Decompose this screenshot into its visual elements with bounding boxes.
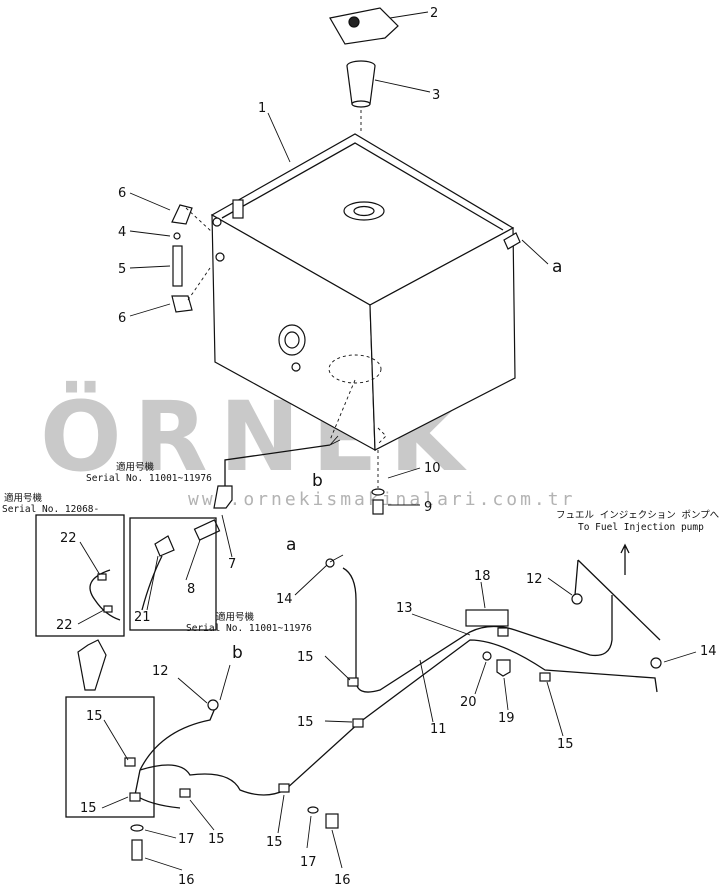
- ref-a-tank: a: [552, 257, 562, 277]
- pump-note-jp: フュエル インジェクション ポンプへ: [556, 510, 720, 521]
- elbow-upper: [171, 204, 193, 225]
- callout-13: 13: [396, 601, 413, 616]
- callout-15-e: 15: [80, 801, 97, 816]
- callout-22-upper: 22: [60, 531, 77, 546]
- callout-3: 3: [432, 88, 440, 103]
- ref-b-pipe: b: [232, 643, 243, 663]
- drain-valve-assembly: [129, 444, 331, 631]
- serial-detail-box: [129, 517, 217, 631]
- callout-15-b: 15: [297, 715, 314, 730]
- clip-bracket: [465, 609, 509, 627]
- level-tube: [172, 245, 183, 287]
- leader-lines: [77, 11, 697, 871]
- callout-7: 7: [228, 557, 236, 572]
- serial-left-jp: 適用号機: [4, 492, 43, 504]
- pump-note: To Fuel Injection pump: [578, 522, 704, 533]
- level-tube-assembly: [171, 204, 213, 313]
- callout-2: 2: [430, 6, 438, 21]
- callout-17-right: 17: [300, 855, 317, 870]
- callout-14-right: 14: [700, 644, 717, 659]
- serial-mid-jp: 適用号機: [216, 611, 255, 623]
- callout-numbers: 2 3 1 6 4 5 6 10 9 7 8 21 22 22 14 13 18…: [56, 6, 717, 884]
- callout-21: 21: [134, 610, 151, 625]
- fuel-strainer: [346, 60, 376, 108]
- drain-plug: [371, 450, 385, 515]
- fuel-piping: [65, 543, 662, 861]
- tank-side-face: [369, 227, 516, 451]
- callout-8: 8: [187, 582, 195, 597]
- washer: [371, 488, 385, 496]
- drain-valve: [193, 519, 221, 541]
- direction-arrow: [77, 639, 107, 691]
- elbow-lower: [171, 295, 193, 313]
- tank-bracket: [232, 199, 244, 219]
- callout-12-right: 12: [526, 572, 543, 587]
- serial-notes: 適用号機 Serial No. 11001~11976 適用号機 Serial …: [2, 461, 720, 634]
- callout-16-left: 16: [178, 873, 195, 884]
- callout-19: 19: [498, 711, 515, 726]
- drain-detail-outline: [328, 354, 382, 384]
- callout-11: 11: [430, 722, 447, 737]
- serial-top-jp: 適用号機: [116, 461, 155, 473]
- callout-15-c: 15: [557, 737, 574, 752]
- drain-hose-fitting: [154, 535, 175, 557]
- callout-4: 4: [118, 225, 126, 240]
- callout-10: 10: [424, 461, 441, 476]
- callout-15-g: 15: [266, 835, 283, 850]
- o-ring: [173, 232, 181, 240]
- callout-15-d: 15: [86, 709, 103, 724]
- callout-18: 18: [474, 569, 491, 584]
- ref-b-tank: b: [312, 471, 323, 491]
- callout-6-lower: 6: [118, 311, 126, 326]
- callout-16-right: 16: [334, 873, 351, 884]
- drain-elbow: [213, 485, 233, 509]
- left-detail: [35, 514, 125, 691]
- callout-1: 1: [258, 101, 266, 116]
- callout-20: 20: [460, 695, 477, 710]
- return-fitting: [503, 232, 521, 250]
- callout-15-f: 15: [208, 832, 225, 847]
- tank-rim: [221, 142, 504, 231]
- callout-17-left: 17: [178, 832, 195, 847]
- callout-15-a: 15: [297, 650, 314, 665]
- callout-22-lower: 22: [56, 618, 73, 633]
- serial-top: Serial No. 11001~11976: [86, 473, 212, 484]
- callout-5: 5: [118, 262, 126, 277]
- callout-9: 9: [424, 500, 432, 515]
- callout-14-left: 14: [276, 592, 293, 607]
- serial-mid: Serial No. 11001~11976: [186, 623, 312, 634]
- callout-6-upper: 6: [118, 186, 126, 201]
- callout-12-left: 12: [152, 664, 169, 679]
- reference-letters: a b a b: [232, 257, 562, 663]
- fuel-tank: [210, 133, 521, 452]
- ref-a-pipe: a: [286, 535, 296, 555]
- serial-left: Serial No. 12068-: [2, 504, 99, 515]
- filler-cap: [329, 7, 399, 45]
